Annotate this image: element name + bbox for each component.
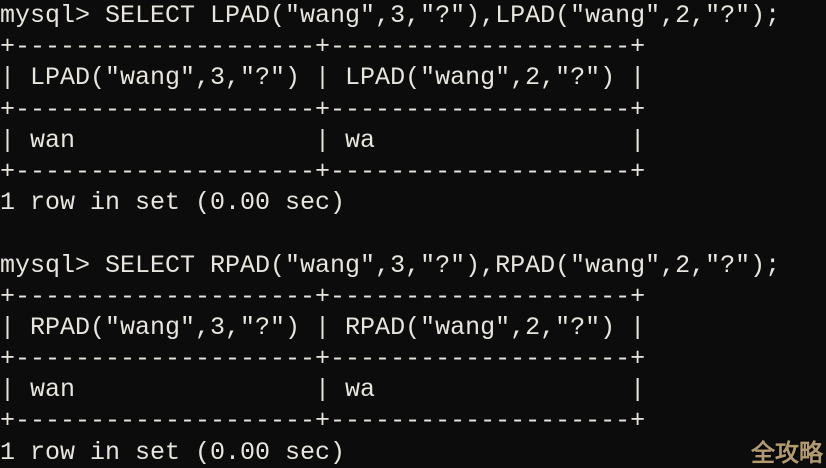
table-border: +--------------------+------------------… xyxy=(0,156,646,186)
table-border: +--------------------+------------------… xyxy=(0,94,646,124)
table-data-row: | wan | wa | xyxy=(0,375,646,405)
table-border: +--------------------+------------------… xyxy=(0,281,646,311)
table-header-row: | LPAD("wang",3,"?") | LPAD("wang",2,"?"… xyxy=(0,63,646,93)
table-data-row: | wan | wa | xyxy=(0,125,646,155)
table-border: +--------------------+------------------… xyxy=(0,344,646,374)
table-border: +--------------------+------------------… xyxy=(0,32,646,62)
table-border: +--------------------+------------------… xyxy=(0,406,646,436)
command-line: mysql> SELECT RPAD("wang",3,"?"),RPAD("w… xyxy=(0,250,781,280)
blank-line xyxy=(0,218,826,249)
status-line: 1 row in set (0.00 sec) xyxy=(0,437,346,467)
status-line: 1 row in set (0.00 sec) xyxy=(0,188,346,218)
command-line: mysql> SELECT LPAD("wang",3,"?"),LPAD("w… xyxy=(0,1,781,30)
table-header-row: | RPAD("wang",3,"?") | RPAD("wang",2,"?"… xyxy=(0,312,646,342)
